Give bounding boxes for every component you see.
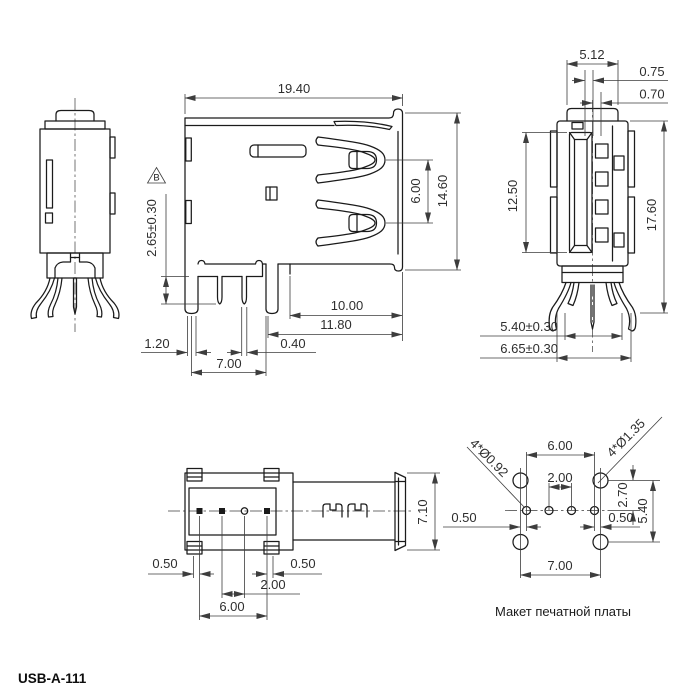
pcb-caption: Макет печатной платы bbox=[495, 604, 631, 619]
main-leg-right bbox=[265, 263, 279, 315]
dim-top-7-10: 7.10 bbox=[415, 499, 430, 524]
pcb-layout-view: 6.00 2.00 2.70 5.40 0.50 0.50 7.00 4*Ø0.… bbox=[443, 416, 663, 619]
front-leg-inner-right bbox=[605, 281, 618, 307]
rear-leg-inner-left bbox=[47, 277, 63, 318]
revision-flag-letter: B bbox=[153, 173, 159, 184]
top-pin-1 bbox=[196, 508, 203, 514]
top-pin-3 bbox=[240, 507, 249, 515]
front-contact-3 bbox=[594, 199, 609, 215]
top-body-outline bbox=[184, 472, 294, 551]
rear-leg-inner-right bbox=[87, 277, 103, 318]
dim-pcb-0-50-left: 0.50 bbox=[451, 510, 476, 525]
dim-pcb-small-holes: 4*Ø0.92 bbox=[467, 436, 511, 480]
front-contact-4 bbox=[594, 227, 609, 243]
dim-10-00: 10.00 bbox=[331, 298, 364, 313]
dim-pcb-5-40: 5.40 bbox=[635, 498, 650, 523]
main-leg-left bbox=[184, 117, 199, 315]
main-pin-2 bbox=[241, 275, 248, 305]
rear-side-view bbox=[30, 98, 120, 332]
dim-clip-pitch: 6.00 bbox=[408, 178, 423, 203]
rear-leg-outer-right bbox=[94, 277, 120, 320]
top-pin-4 bbox=[264, 508, 270, 514]
dim-front-5-12: 5.12 bbox=[579, 47, 604, 62]
dim-front-12-50: 12.50 bbox=[505, 180, 520, 213]
rear-leg-outer-left bbox=[30, 277, 56, 320]
front-view: 5.12 0.75 0.70 12.50 17.60 5.40±0.30 6.6… bbox=[480, 47, 668, 362]
main-pin-1 bbox=[216, 275, 223, 305]
top-view: 7.10 0.50 0.50 2.00 6.00 bbox=[148, 467, 440, 620]
dim-pcb-7-00: 7.00 bbox=[547, 558, 572, 573]
front-leg-inner-left bbox=[567, 281, 580, 307]
dim-0-40: 0.40 bbox=[280, 336, 305, 351]
dim-front-6-65: 6.65±0.30 bbox=[500, 341, 558, 356]
front-leg-outer-left bbox=[548, 281, 572, 332]
spring-clip-top bbox=[315, 136, 386, 184]
front-contact-1 bbox=[594, 143, 609, 159]
dim-top-2-00: 2.00 bbox=[260, 577, 285, 592]
dim-top-6-00: 6.00 bbox=[219, 599, 244, 614]
dim-front-0-70: 0.70 bbox=[639, 87, 664, 102]
dim-pcb-0-50-right: 0.50 bbox=[608, 510, 633, 525]
shell-slot bbox=[249, 144, 307, 158]
spring-clip-bottom bbox=[315, 199, 386, 247]
front-tongue bbox=[568, 131, 593, 254]
dim-main-height: 14.60 bbox=[435, 175, 450, 208]
dim-1-20: 1.20 bbox=[144, 336, 169, 351]
dim-top-0-50-left: 0.50 bbox=[152, 556, 177, 571]
dim-front-17-60: 17.60 bbox=[644, 199, 659, 232]
dim-top-0-50-right: 0.50 bbox=[290, 556, 315, 571]
dim-main-width: 19.40 bbox=[278, 81, 311, 96]
part-number: USB-A-111 bbox=[18, 671, 87, 686]
front-contact-2 bbox=[594, 171, 609, 187]
main-shell-outline bbox=[184, 108, 404, 272]
dim-front-5-40: 5.40±0.30 bbox=[500, 319, 558, 334]
dim-pcb-2-70: 2.70 bbox=[615, 482, 630, 507]
dim-front-0-75: 0.75 bbox=[639, 64, 664, 79]
dim-pcb-6-00: 6.00 bbox=[547, 438, 572, 453]
dim-7-00: 7.00 bbox=[216, 356, 241, 371]
top-end-cap bbox=[394, 471, 407, 552]
rear-center-pin bbox=[72, 277, 78, 315]
front-center-pin bbox=[590, 284, 595, 330]
revision-flag-triangle bbox=[146, 166, 167, 184]
front-leg-outer-right bbox=[613, 281, 637, 332]
main-side-view: B 19.40 14.60 6.00 2.65±0.30 10.00 11.80… bbox=[141, 81, 461, 376]
shell-dimple bbox=[265, 186, 278, 201]
dim-11-80: 11.80 bbox=[320, 317, 352, 332]
dim-pcb-2-00: 2.00 bbox=[547, 470, 572, 485]
dim-lead-length: 2.65±0.30 bbox=[144, 199, 159, 257]
top-pin-2 bbox=[219, 508, 225, 514]
